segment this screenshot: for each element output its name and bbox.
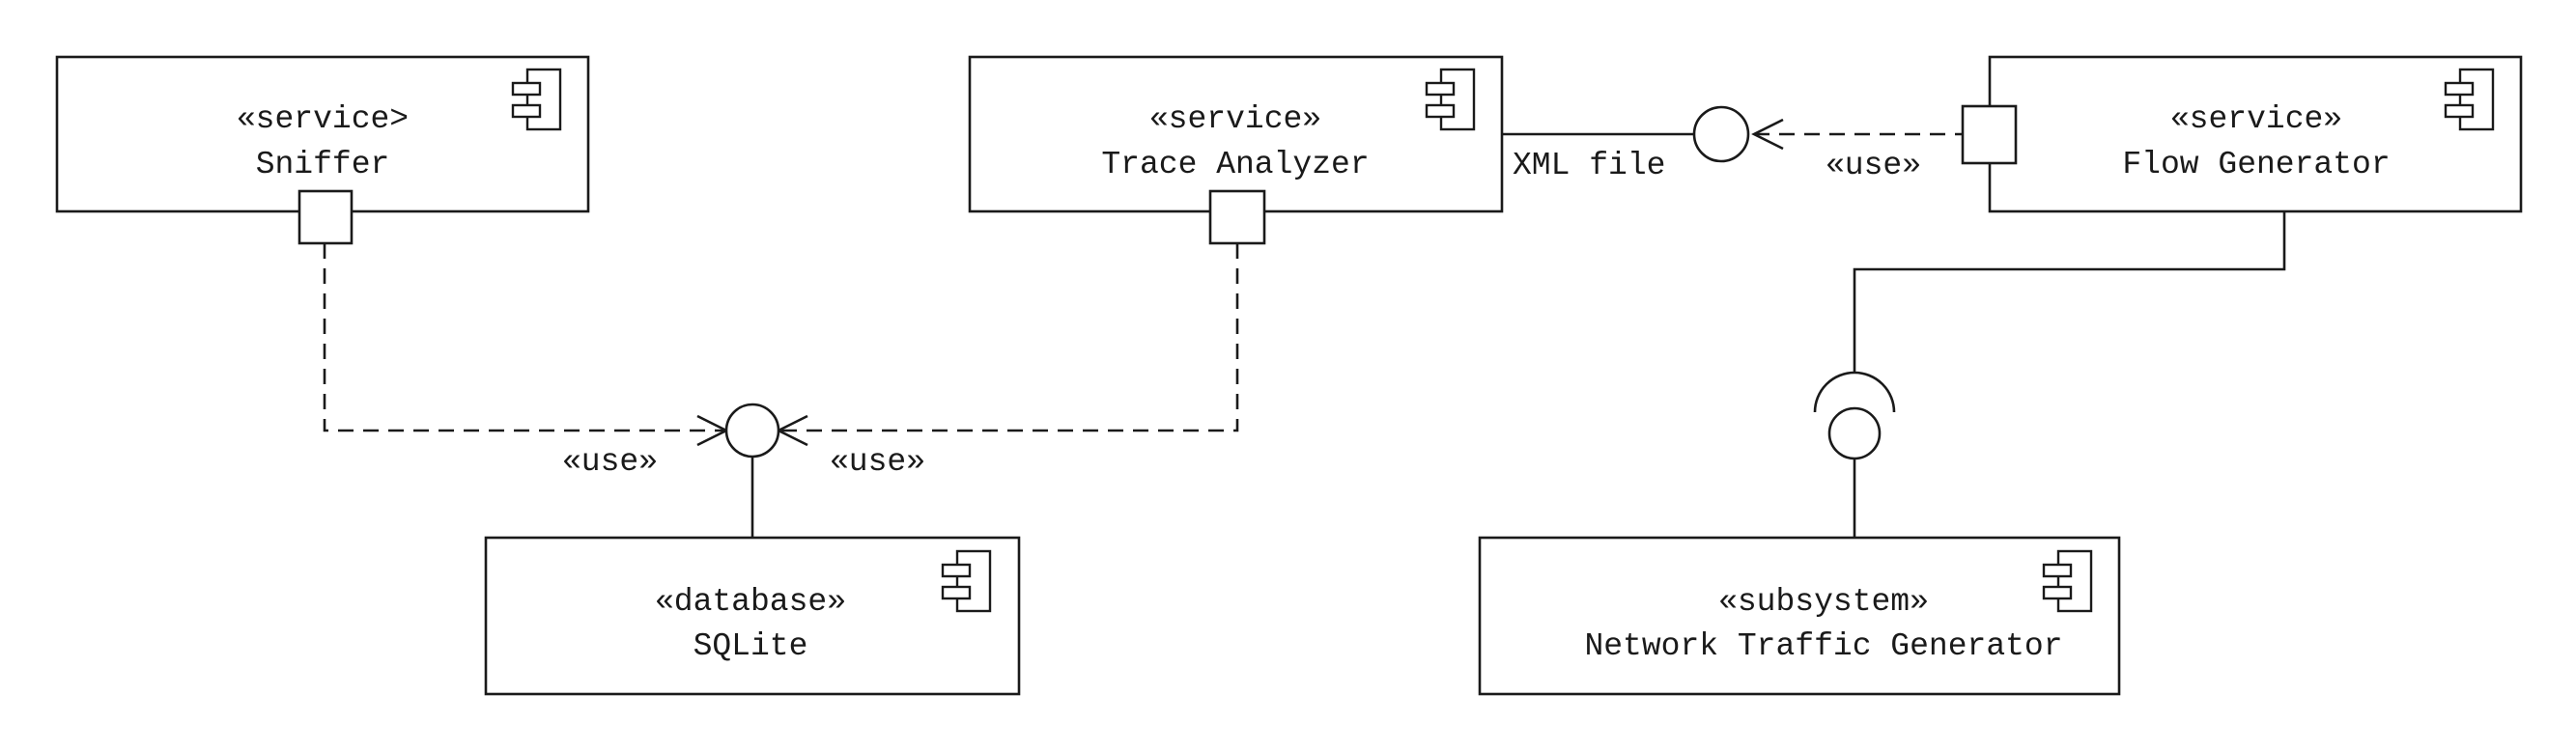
sqlite-interface-ball (724, 403, 780, 459)
network-traffic-generator-stereotype: «subsystem» (1718, 584, 1929, 620)
trace-analyzer-component[interactable]: «service» Trace Analyzer (968, 55, 1504, 213)
flow-generator-required-link (1853, 211, 2286, 374)
flow-generator-component[interactable]: «service» Flow Generator (1988, 55, 2523, 213)
flow-generator-use-arrowhead (1751, 118, 1784, 151)
trace-analyzer-use-dependency (778, 243, 1239, 432)
trace-analyzer-use-label: «use» (830, 444, 925, 480)
xml-file-interface-ball (1692, 105, 1750, 163)
flow-generator-use-label: «use» (1826, 148, 1921, 183)
uml-component-icon (2042, 549, 2093, 613)
trace-analyzer-port[interactable] (1208, 189, 1266, 245)
flow-generator-stereotype: «service» (2170, 101, 2342, 137)
uml-component-icon (2444, 68, 2495, 131)
network-traffic-generator-name: Network Traffic Generator (1584, 628, 2062, 664)
flow-generator-port[interactable] (1961, 104, 2018, 165)
uml-component-icon (1425, 68, 1476, 131)
sniffer-stereotype: «service> (237, 101, 409, 137)
sqlite-component[interactable]: «database» SQLite (484, 536, 1021, 696)
trace-analyzer-name: Trace Analyzer (1101, 147, 1369, 182)
sniffer-name: Sniffer (256, 147, 390, 182)
flow-generator-name: Flow Generator (2122, 147, 2390, 182)
sniffer-use-label: «use» (562, 444, 658, 480)
network-traffic-socket (1813, 371, 1896, 413)
uml-component-icon (511, 68, 562, 131)
network-traffic-generator-component[interactable]: «subsystem» Network Traffic Generator (1478, 536, 2121, 696)
trace-analyzer-stereotype: «service» (1149, 101, 1321, 137)
sniffer-use-dependency (323, 243, 726, 432)
sqlite-stereotype: «database» (655, 584, 846, 620)
sniffer-port[interactable] (297, 189, 354, 245)
uml-component-icon (941, 549, 992, 613)
xml-file-label: XML file (1513, 148, 1665, 183)
sqlite-name: SQLite (694, 628, 808, 664)
network-traffic-interface-ball (1827, 406, 1882, 460)
sniffer-component[interactable]: «service> Sniffer (55, 55, 590, 213)
